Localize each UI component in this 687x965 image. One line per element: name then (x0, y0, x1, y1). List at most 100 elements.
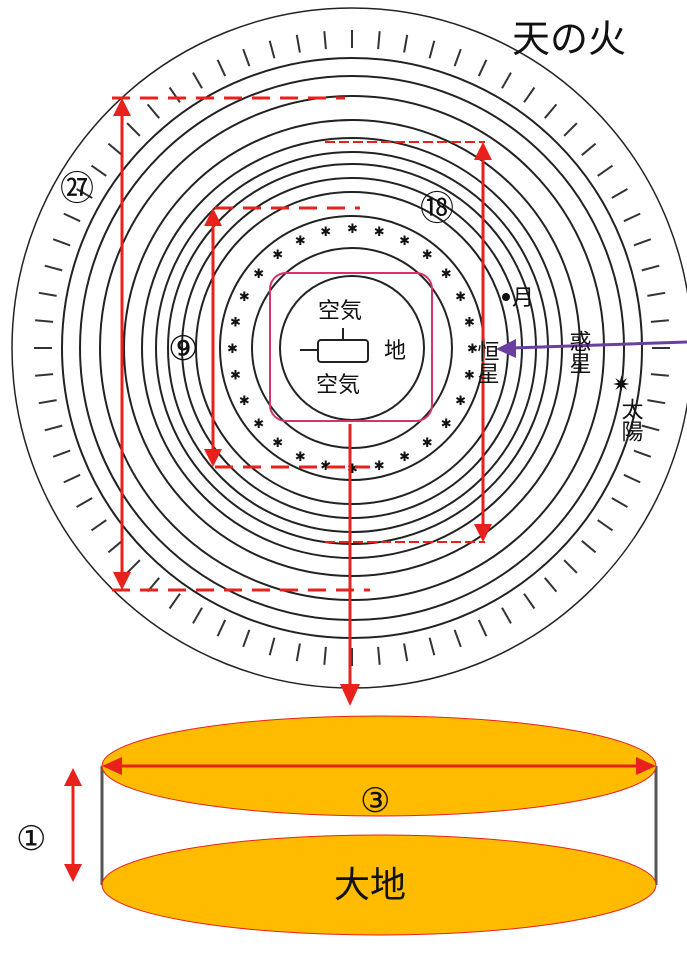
fire-tick (242, 48, 251, 67)
measure-3 (102, 757, 656, 775)
star-mark: ✱ (441, 267, 452, 282)
star-mark: ✱ (467, 342, 478, 357)
star-mark: ✱ (320, 225, 331, 240)
measure-27 (112, 96, 370, 592)
star-mark: ✱ (253, 417, 264, 432)
star-mark: ✱ (464, 315, 475, 330)
fire-tick (63, 212, 81, 223)
star-mark: ✱ (227, 342, 238, 357)
label-moon: 月 (512, 286, 534, 311)
fire-tick (90, 519, 107, 532)
star-mark: ✱ (230, 369, 241, 384)
star-mark: ✱ (374, 225, 385, 240)
central-earth-sketch (300, 328, 369, 363)
fire-tick (192, 72, 203, 89)
fire-tick (126, 122, 141, 137)
label-center-earth: 地 (384, 339, 406, 364)
label-earth: 大地 (334, 865, 406, 906)
star-mark: ✱ (464, 369, 475, 384)
fire-tick (52, 238, 71, 247)
star-mark: ✱ (295, 450, 306, 465)
fire-tick (38, 399, 57, 405)
star-mark: ✱ (272, 248, 283, 263)
fire-tick (377, 31, 381, 50)
fixed-star-pointer (496, 339, 687, 358)
fire-tick (90, 164, 107, 177)
fire-tick (63, 473, 81, 484)
label-air-top: 空気 (318, 299, 362, 324)
star-mark: ✱ (230, 315, 241, 330)
fire-tick (501, 72, 512, 89)
fire-tick (107, 142, 123, 156)
moon-dot (502, 293, 510, 301)
fire-tick (52, 449, 71, 458)
fire-tick (650, 373, 669, 377)
fire-tick (477, 619, 488, 637)
fire-tick (323, 31, 327, 50)
star-mark: ✱ (422, 436, 433, 451)
star-mark: ✱ (253, 267, 264, 282)
fire-tick (523, 593, 536, 610)
fire-tick (377, 646, 381, 665)
fire-tick (323, 646, 327, 665)
measure-1 (64, 768, 82, 882)
fire-tick (403, 34, 409, 53)
fire-tick (633, 238, 652, 247)
fire-tick (403, 643, 409, 662)
fire-tick (295, 34, 301, 53)
fire-tick (35, 319, 54, 323)
label-1: ① (16, 819, 46, 859)
measure-9 (204, 206, 370, 469)
star-mark: ✱ (455, 290, 466, 305)
fire-tick (35, 373, 54, 377)
fire-tick (477, 59, 488, 77)
star-mark: ✱ (272, 436, 283, 451)
fire-tick (647, 399, 666, 405)
label-27: ㉗ (60, 169, 94, 209)
fire-ring-ticks (34, 30, 670, 666)
fire-tick (544, 103, 558, 119)
sun-star-icon: ✷ (612, 373, 630, 398)
fire-tick (44, 424, 63, 432)
fire-tick (192, 607, 203, 624)
label-fixed-stars: 恒星 (474, 340, 500, 384)
zoom-arrow (340, 424, 360, 706)
star-ring: ✱✱✱✱✱✱✱✱✱✱✱✱✱✱✱✱✱✱✱✱✱✱✱✱✱✱✱✱ (227, 222, 478, 477)
fire-tick (242, 629, 251, 648)
label-18: ⑱ (420, 189, 454, 229)
fire-tick (563, 559, 578, 574)
fire-tick (76, 497, 93, 508)
fire-tick (501, 607, 512, 624)
label-planets: 惑星 (566, 330, 591, 374)
fire-tick (268, 40, 276, 59)
star-mark: ✱ (374, 459, 385, 474)
fire-tick (295, 643, 301, 662)
fire-tick (216, 619, 227, 637)
fire-tick (544, 577, 558, 593)
fire-tick (168, 593, 181, 610)
label-9: ⑨ (168, 329, 198, 369)
fire-tick (611, 497, 628, 508)
fire-tick (581, 540, 597, 554)
label-3: ③ (360, 781, 390, 821)
fire-tick (581, 142, 597, 156)
fire-tick (647, 291, 666, 297)
fire-tick (650, 319, 669, 323)
fire-tick (428, 40, 436, 59)
fire-tick (76, 188, 93, 199)
fire-tick (611, 188, 628, 199)
star-mark: ✱ (422, 248, 433, 263)
fire-tick (597, 519, 614, 532)
star-mark: ✱ (320, 459, 331, 474)
fire-tick (126, 559, 141, 574)
fire-tick (453, 48, 462, 67)
fire-tick (641, 264, 660, 272)
star-mark: ✱ (239, 290, 250, 305)
star-mark: ✱ (399, 234, 410, 249)
fire-tick (44, 264, 63, 272)
fire-tick (641, 424, 660, 432)
fire-tick (268, 637, 276, 656)
fire-tick (216, 59, 227, 77)
fire-tick (597, 164, 614, 177)
